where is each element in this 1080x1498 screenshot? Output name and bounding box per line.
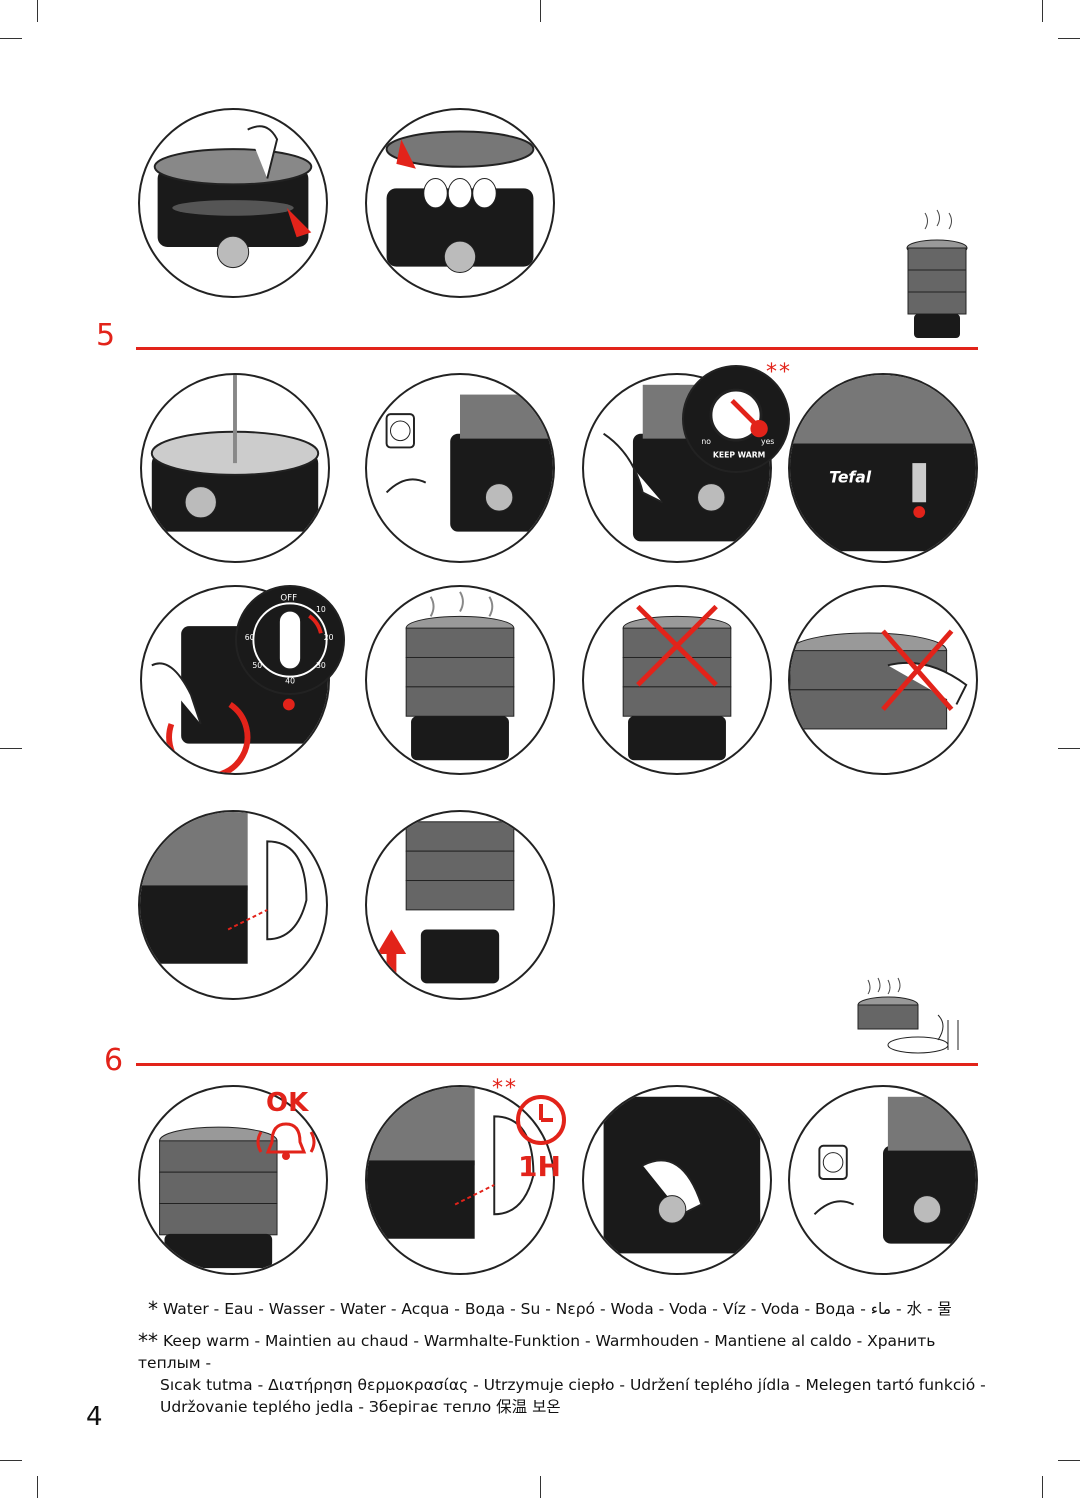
illustration-do-not-touch-hot [788, 585, 978, 775]
ok-label: OK [266, 1088, 309, 1118]
step-number-5: 5 [96, 318, 116, 353]
step-6-divider [136, 1063, 978, 1066]
illustration-place-steam-basket [138, 108, 328, 298]
brand-logo: Tefal [829, 468, 872, 487]
dial-no-label: no [701, 437, 711, 446]
crop-mark-mid-right [1058, 748, 1080, 749]
footnote-double-star: ** [138, 1329, 158, 1353]
footnote-keep-warm: ** Keep warm - Maintien au chaud - Warmh… [138, 1330, 998, 1418]
bell-icon [256, 1122, 316, 1160]
crop-mark-mid-left [0, 748, 22, 749]
steamer-steaming-icon [906, 209, 968, 338]
illustration-fill-water [140, 373, 330, 563]
keep-warm-switch-zoom: no yes KEEP WARM [682, 365, 790, 473]
timer-dial-zoom: OFF 10 20 30 40 50 60 [235, 585, 345, 695]
step-5-divider [136, 347, 978, 350]
illustration-do-not-lift-lid [582, 585, 772, 775]
footnote-keep-warm-line3: Udržovanie teplého jedla - Зберігає тепл… [160, 1398, 561, 1416]
dial-tick-60: 60 [245, 633, 255, 642]
dial-tick-40: 40 [285, 676, 295, 685]
illustration-place-eggs [365, 108, 555, 298]
crop-mark-bottom-right-v [1042, 1476, 1043, 1498]
served-dish-icon [857, 977, 959, 1054]
crop-mark-top-left [0, 38, 22, 39]
one-hour-label: 1H [518, 1150, 561, 1183]
clock-icon [516, 1095, 566, 1145]
double-star-marker-2: ** [492, 1076, 518, 1101]
dial-tick-20: 20 [324, 633, 334, 642]
step-number-6: 6 [104, 1043, 124, 1078]
dial-off-label: OFF [280, 593, 297, 603]
footnote-keep-warm-line1: Keep warm - Maintien au chaud - Warmhalt… [138, 1332, 936, 1372]
page-number: 4 [86, 1402, 103, 1432]
dial-tick-50: 50 [252, 661, 262, 670]
illustration-switch-off-keep-warm [582, 1085, 772, 1275]
illustration-steaming [365, 585, 555, 775]
illustration-unplug [788, 1085, 978, 1275]
dial-tick-30: 30 [316, 661, 326, 670]
footnote-single-star: * [148, 1297, 158, 1321]
crop-mark-bottom-right [1058, 1460, 1080, 1461]
crop-mark-top-right-v [1042, 0, 1043, 22]
crop-mark-bottom-center [540, 1476, 541, 1498]
footnote-water: * Water - Eau - Wasser - Water - Acqua -… [148, 1298, 968, 1320]
crop-mark-bottom-left-v [37, 1476, 38, 1498]
keep-warm-label: KEEP WARM [713, 451, 765, 460]
footnote-water-text: Water - Eau - Wasser - Water - Acqua - В… [162, 1300, 952, 1318]
crop-mark-top-center [540, 0, 541, 22]
illustration-end-bell [138, 1085, 328, 1275]
footnote-keep-warm-line2: Sıcak tutma - Διατήρηση θερμοκρασίας - U… [160, 1376, 986, 1394]
illustration-lift-steamer [365, 810, 555, 1000]
crop-mark-top-right [1058, 38, 1080, 39]
crop-mark-top-left-v [37, 0, 38, 22]
illustration-indicator-light: Tefal [788, 373, 978, 563]
crop-mark-bottom-left [0, 1460, 22, 1461]
dial-yes-label: yes [761, 437, 774, 446]
illustration-check-water-end [365, 1085, 555, 1275]
illustration-plug-in [365, 373, 555, 563]
double-star-marker-1: ** [766, 360, 792, 385]
illustration-check-water [138, 810, 328, 1000]
dial-tick-10: 10 [316, 605, 326, 614]
